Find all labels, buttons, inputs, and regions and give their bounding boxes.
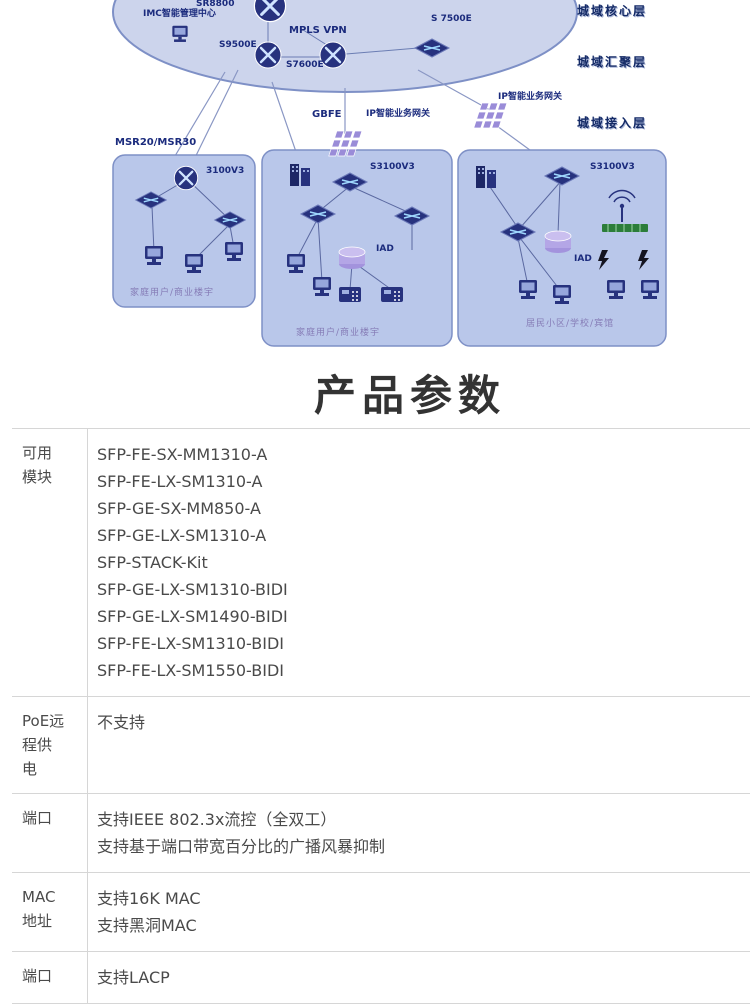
spec-value-mac: 支持16K MAC 支持黑洞MAC: [97, 889, 201, 935]
box3-links: [487, 179, 563, 291]
box3-caption: 居民小区/学校/宾馆: [526, 319, 615, 329]
spec-label-poe: PoE远 程供 电: [12, 697, 88, 793]
table-row: PoE远 程供 电 不支持: [12, 697, 750, 794]
spec-value-poe: 不支持: [97, 713, 146, 732]
network-topology-diagram: SR8800 IMC智能管理中心 S9500E MPLS VPN S7600E …: [0, 0, 750, 362]
box1-switch-label: 3100V3: [206, 166, 245, 176]
wireless-antenna-icon: [608, 189, 636, 222]
section-title-wrap: 产品参数: [0, 374, 750, 418]
pc-icon: [641, 280, 659, 299]
pc-icon: [553, 285, 571, 304]
box1-caption: 家庭用户/商业楼宇: [130, 288, 215, 298]
box1-links: [151, 179, 235, 261]
pc-icon: [225, 242, 243, 261]
table-row: 端口 支持LACP: [12, 952, 750, 1004]
spec-value-port-flow: 支持IEEE 802.3x流控（全双工） 支持基于端口带宽百分比的广播风暴抑制: [97, 810, 386, 856]
ip-gateway-left-label: IP智能业务网关: [366, 109, 430, 119]
iad-label: IAD: [376, 244, 394, 254]
layer-access-label: 城域接入层: [577, 116, 648, 130]
layer-aggregation-label: 城域汇聚层: [577, 55, 648, 69]
pc-icon: [607, 280, 625, 299]
wireless-switch-icon: [602, 224, 648, 232]
iad-label: IAD: [574, 254, 592, 264]
spec-label-mac: MAC 地址: [12, 873, 88, 951]
spec-label-port-lacp: 端口: [12, 952, 88, 1003]
layer-core-label: 城域核心层: [577, 4, 648, 18]
router-icon: [253, 40, 283, 70]
spec-value-port-lacp: 支持LACP: [97, 968, 170, 987]
s9500e-label: S9500E: [219, 40, 257, 50]
ip-gateway-right-label: IP智能业务网关: [498, 92, 562, 102]
pc-icon: [287, 254, 305, 273]
wireless-switch-ports: [607, 224, 641, 232]
spec-table: 可用 模块 SFP-FE-SX-MM1310-A SFP-FE-LX-SM131…: [12, 428, 750, 1004]
cloud-internal-links: [267, 18, 419, 58]
box2-links: [295, 185, 413, 291]
mpls-vpn-label: MPLS VPN: [289, 25, 347, 36]
iad-cylinder-icon: [544, 230, 572, 254]
imc-workstation-icon: [172, 25, 188, 42]
page-title: 产品参数: [313, 371, 506, 420]
table-row: 可用 模块 SFP-FE-SX-MM1310-A SFP-FE-LX-SM131…: [12, 429, 750, 697]
spec-label-modules: 可用 模块: [12, 429, 88, 696]
pc-icon: [185, 254, 203, 273]
imc-label: IMC智能管理中心: [143, 9, 216, 19]
s7600e-label: S7600E: [286, 60, 324, 70]
phone-icon: [339, 287, 361, 302]
router-icon: [318, 40, 348, 70]
phone-icon: [381, 287, 403, 302]
s7500e-label: S 7500E: [431, 14, 472, 24]
box2-caption: 家庭用户/商业楼宇: [296, 328, 381, 338]
iad-cylinder-icon: [338, 246, 366, 270]
pc-icon: [519, 280, 537, 299]
box3-switch-label: S3100V3: [590, 162, 635, 172]
box2-switch-label: S3100V3: [370, 162, 415, 172]
sr8800-label: SR8800: [196, 0, 235, 9]
table-row: 端口 支持IEEE 802.3x流控（全双工） 支持基于端口带宽百分比的广播风暴…: [12, 794, 750, 873]
spec-value-modules: SFP-FE-SX-MM1310-A SFP-FE-LX-SM1310-A SF…: [97, 445, 288, 680]
gbfe-label: GBFE: [312, 109, 342, 120]
pc-icon: [313, 277, 331, 296]
ip-gateway-icon: [473, 102, 508, 129]
pc-icon: [145, 246, 163, 265]
table-row: MAC 地址 支持16K MAC 支持黑洞MAC: [12, 873, 750, 952]
network-diagram-graphic: [112, 0, 667, 347]
spec-label-port-flow: 端口: [12, 794, 88, 872]
msr-label: MSR20/MSR30: [115, 137, 197, 148]
router-icon: [173, 165, 199, 191]
